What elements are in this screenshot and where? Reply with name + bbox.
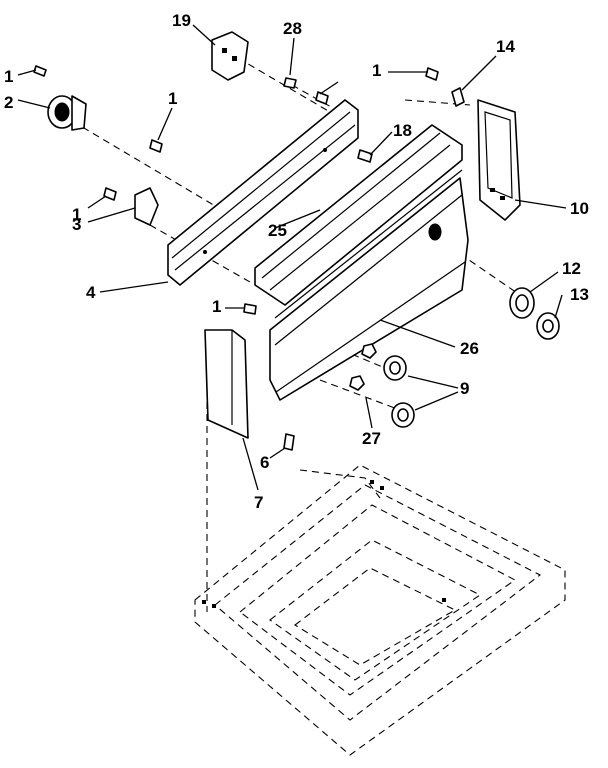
callout-1-d: 1 <box>72 205 81 224</box>
part-2-switch <box>47 95 87 131</box>
part-13-knob <box>536 312 560 340</box>
callout-1-a: 1 <box>4 67 13 86</box>
callout-13: 13 <box>570 285 589 304</box>
callout-2: 2 <box>4 93 13 112</box>
callout-18: 18 <box>393 121 412 140</box>
screws <box>33 65 439 451</box>
part-10-end-panel <box>477 99 521 221</box>
callout-labels: 1 2 1 19 28 1 14 18 10 1 3 25 12 13 4 1 … <box>4 11 589 512</box>
callout-28: 28 <box>283 19 302 38</box>
callout-1-b: 1 <box>168 89 177 108</box>
part-25-upper-rail <box>254 124 463 306</box>
callout-26: 26 <box>460 339 479 358</box>
leader-lines <box>17 24 567 491</box>
callout-10: 10 <box>570 199 589 218</box>
part-26-control-panel <box>269 169 469 401</box>
part-7-end-cap <box>204 329 249 439</box>
part-27-nuts <box>349 343 377 391</box>
part-3-small-bracket <box>134 187 159 226</box>
part-19-top-bracket <box>211 31 249 81</box>
part-12-bezel <box>509 287 535 319</box>
callout-14: 14 <box>496 37 515 56</box>
callout-19: 19 <box>172 11 191 30</box>
callout-9: 9 <box>460 379 469 398</box>
part-4-mounting-bracket <box>167 99 359 286</box>
callout-25: 25 <box>268 221 287 240</box>
callout-12: 12 <box>562 259 581 278</box>
callout-4: 4 <box>86 283 96 302</box>
washer-top-frame <box>194 464 566 756</box>
part-9-buttons <box>383 355 415 428</box>
callout-1-e: 1 <box>212 297 221 316</box>
callout-1-c: 1 <box>372 61 381 80</box>
callout-3: 3 <box>72 215 81 234</box>
part-14-clip <box>451 87 465 107</box>
callout-27: 27 <box>362 429 381 448</box>
callout-7: 7 <box>254 493 263 512</box>
callout-6: 6 <box>260 453 269 472</box>
